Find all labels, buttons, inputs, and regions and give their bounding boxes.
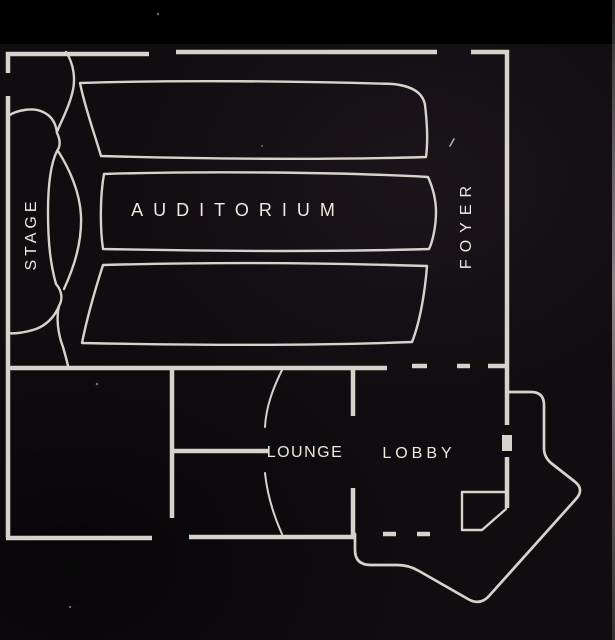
seating-band-2 — [99, 171, 438, 253]
wall-top-right-and-foyer-right — [471, 49, 510, 425]
entrance — [353, 390, 582, 604]
walls — [5, 49, 512, 541]
stage-outline — [5, 108, 63, 335]
speck-4 — [156, 12, 160, 16]
photo-top-black-band — [0, 0, 615, 44]
room-labels: AUDITORIUM STAGE FOYER LOUNGE LOBBY — [23, 179, 475, 462]
lobby-door-block — [502, 435, 512, 451]
speck-2 — [68, 605, 72, 609]
page-edge-highlight — [611, 0, 615, 640]
auditorium-label: AUDITORIUM — [131, 200, 345, 220]
lounge-arc-upper — [264, 367, 284, 428]
stray-marks — [68, 12, 455, 609]
lobby-label: LOBBY — [382, 445, 455, 462]
seating-band-1 — [78, 79, 429, 161]
box-office-outline — [460, 490, 508, 532]
speck-1 — [95, 382, 99, 386]
stage-area — [5, 50, 83, 368]
auditorium-seating — [78, 79, 438, 346]
lounge-arc-lower — [264, 472, 283, 535]
wall-top-left-corner — [5, 51, 149, 73]
stage-label: STAGE — [23, 197, 40, 270]
proscenium-curve-upper — [55, 50, 76, 134]
lounge-curve — [264, 367, 284, 535]
proscenium-curve-lower — [56, 304, 70, 368]
foyer-label: FOYER — [458, 179, 475, 269]
entrance-canopy-outline — [353, 390, 582, 604]
proscenium-curve-middle — [56, 149, 83, 291]
tick-mark — [449, 138, 455, 147]
speck-3 — [261, 145, 263, 147]
lounge-label: LOUNGE — [267, 444, 344, 461]
seating-band-3 — [80, 261, 429, 346]
